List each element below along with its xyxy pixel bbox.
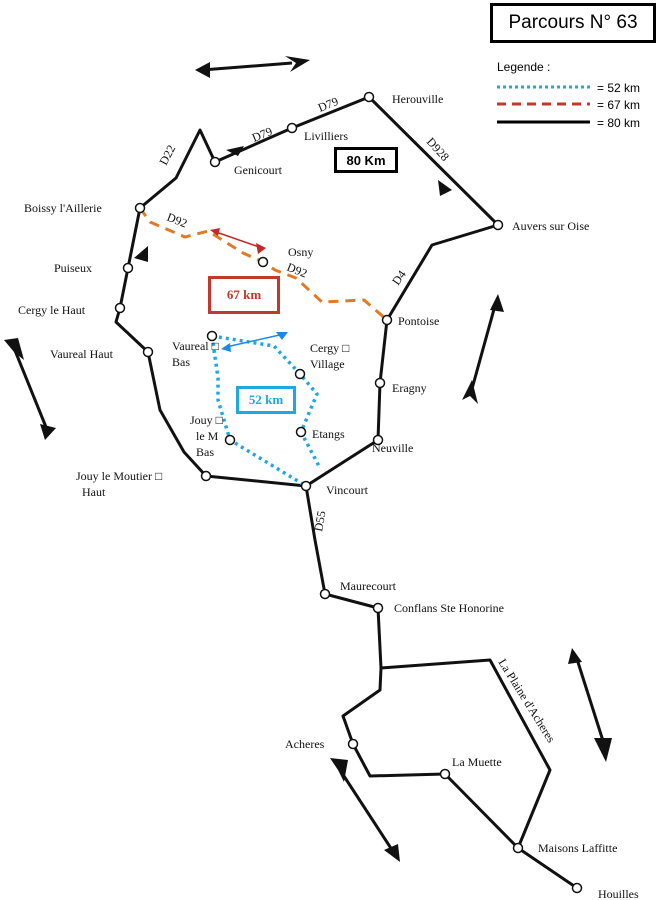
route-52-west [210,335,307,488]
label-cergy-haut: Cergy le Haut [18,303,86,317]
label-jouy-haut-2: Haut [82,485,106,499]
label-jouy-haut-1: Jouy le Moutier □ [76,469,162,483]
direction-arrow-67-tail [256,243,266,254]
direction-arrow-67-head [210,228,220,236]
label-osny: Osny [288,245,313,259]
node-la-muette [439,768,451,780]
node-osny [257,256,269,268]
road-label-d22: D22 [156,143,178,168]
road-label-d92b: D92 [285,260,309,281]
compass-arrow-plaine [568,648,612,762]
label-jouy-bas-1: Jouy □ [190,413,223,427]
label-vaureal-haut: Vaureal Haut [50,347,114,361]
route-80-south [304,485,552,850]
label-vaureal-bas-2: Bas [172,355,190,369]
distance-box-52: 52 km [236,386,296,414]
direction-arrow-67 [215,231,263,249]
road-label-d928: D928 [424,135,452,164]
road-label-d92a: D92 [165,210,189,231]
label-la-muette: La Muette [452,755,502,769]
label-eragny: Eragny [392,381,427,395]
distance-box-67: 67 km [208,276,280,314]
node-houilles [571,882,583,894]
route-80-houilles [517,846,578,890]
distance-box-80: 80 Km [334,147,398,173]
node-cergy-haut [114,302,126,314]
route-52 [211,334,322,469]
label-plaine-acheres: La Plaine d'Acheres [495,656,558,745]
title-box: Parcours N° 63 [490,3,656,43]
legend-title: Legende : [497,60,551,74]
label-acheres: Acheres [285,737,325,751]
node-herouville [363,91,375,103]
route-80-main-loop [114,95,500,488]
node-auvers [492,219,504,231]
legend-label-67: = 67 km [597,98,641,112]
node-eragny [374,377,386,389]
label-cergy-village-1: Cergy □ [310,341,349,355]
label-maisons-laffitte: Maisons Laffitte [538,841,617,855]
distance-label-52: 52 km [248,392,284,407]
node-etangs [295,426,307,438]
compass-arrow-top [195,56,310,78]
label-cergy-village-2: Village [310,357,345,371]
label-neuville: Neuville [372,441,413,455]
direction-arrow-52-tail [276,332,288,340]
compass-arrow-left [4,338,56,440]
node-cergy-village [294,368,306,380]
node-conflans [372,602,384,614]
node-jouy-bas [224,434,236,446]
node-maurecourt [319,588,331,600]
compass-arrow-acheres [330,758,400,862]
node-neuville [372,434,384,446]
node-genicourt [209,156,221,168]
node-boissy [134,202,146,214]
road-label-d4: D4 [389,268,409,288]
distance-label-80: 80 Km [346,152,386,168]
label-boissy: Boissy l'Aillerie [24,201,102,215]
road-label-d55: D55 [311,510,328,533]
road-label-d79b: D79 [250,124,274,145]
node-vaureal-haut [142,346,154,358]
legend-label-52: = 52 km [597,81,641,95]
place-nodes [114,91,583,894]
label-maurecourt: Maurecourt [340,579,397,593]
label-pontoise: Pontoise [398,314,439,328]
node-livilliers [286,122,298,134]
label-vincourt: Vincourt [326,483,369,497]
road-marker-3 [134,246,148,262]
road-marker-2 [438,180,452,196]
legend-label-80: = 80 km [597,116,641,130]
label-puiseux: Puiseux [54,261,92,275]
label-auvers: Auvers sur Oise [512,219,589,233]
node-jouy-haut [200,470,212,482]
label-livilliers: Livilliers [304,129,348,143]
label-herouville: Herouville [392,92,443,106]
node-maisons-laffitte [512,842,524,854]
label-jouy-bas-2: le M [196,429,219,443]
label-genicourt: Genicourt [234,163,283,177]
label-houilles: Houilles [598,887,639,900]
direction-arrow-52 [225,333,285,348]
label-jouy-bas-3: Bas [196,445,214,459]
node-vaureal-bas [206,330,218,342]
label-etangs: Etangs [312,427,345,441]
node-vincourt [300,480,312,492]
distance-label-67: 67 km [226,287,262,302]
map-title: Parcours N° 63 [508,12,638,33]
label-vaureal-bas-1: Vaureal □ [172,339,219,353]
node-acheres [347,738,359,750]
road-marker-1 [226,146,244,156]
node-pontoise [381,314,393,326]
label-conflans: Conflans Ste Honorine [394,601,504,615]
road-label-d79a: D79 [316,94,340,115]
compass-arrow-right-pontoise [462,294,504,404]
node-puiseux [122,262,134,274]
direction-arrow-52-head [221,343,231,352]
